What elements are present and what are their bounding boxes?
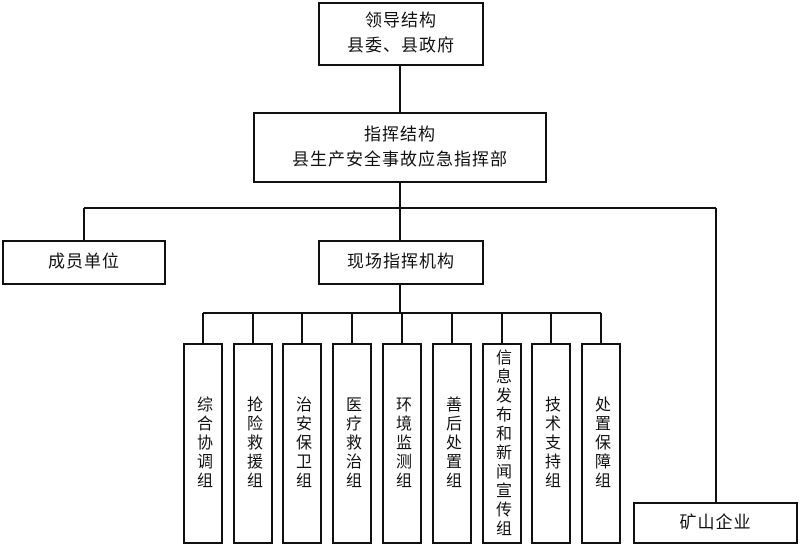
onsite-command-label: 现场指挥机构 — [347, 252, 455, 272]
group-label-6: 善后处置组 — [443, 396, 462, 491]
leadership-title: 领导结构 — [365, 11, 437, 31]
mining-enterprise-box: 矿山企业 — [633, 502, 798, 544]
group-label-3: 治安保卫组 — [293, 396, 312, 491]
group-box-4: 医疗救治组 — [332, 343, 372, 544]
group-label-5: 环境监测组 — [393, 396, 412, 491]
mining-enterprise-label: 矿山企业 — [679, 512, 752, 533]
group-label-2: 抢险救援组 — [244, 396, 263, 491]
leadership-subtitle: 县委、县政府 — [347, 36, 455, 56]
group-label-1: 综合协调组 — [194, 396, 213, 491]
group-box-8: 技术支持组 — [531, 343, 571, 544]
leadership-box: 领导结构 县委、县政府 — [318, 2, 484, 66]
group-label-8: 技术支持组 — [542, 396, 561, 491]
command-subtitle: 县生产安全事故应急指挥部 — [292, 149, 508, 170]
command-box: 指挥结构 县生产安全事故应急指挥部 — [253, 112, 547, 183]
group-label-7: 信息发布和新闻宣传组 — [493, 348, 512, 539]
group-label-4: 医疗救治组 — [343, 396, 362, 491]
group-label-9: 处置保障组 — [592, 396, 611, 491]
group-box-5: 环境监测组 — [382, 343, 422, 544]
group-box-6: 善后处置组 — [432, 343, 472, 544]
group-box-7: 信息发布和新闻宣传组 — [482, 343, 522, 544]
onsite-command-box: 现场指挥机构 — [318, 240, 484, 285]
group-box-3: 治安保卫组 — [282, 343, 322, 544]
group-box-1: 综合协调组 — [183, 343, 223, 544]
member-units-box: 成员单位 — [2, 240, 166, 285]
member-units-label: 成员单位 — [48, 252, 120, 272]
group-box-9: 处置保障组 — [581, 343, 621, 544]
command-title: 指挥结构 — [364, 124, 436, 145]
group-box-2: 抢险救援组 — [233, 343, 273, 544]
